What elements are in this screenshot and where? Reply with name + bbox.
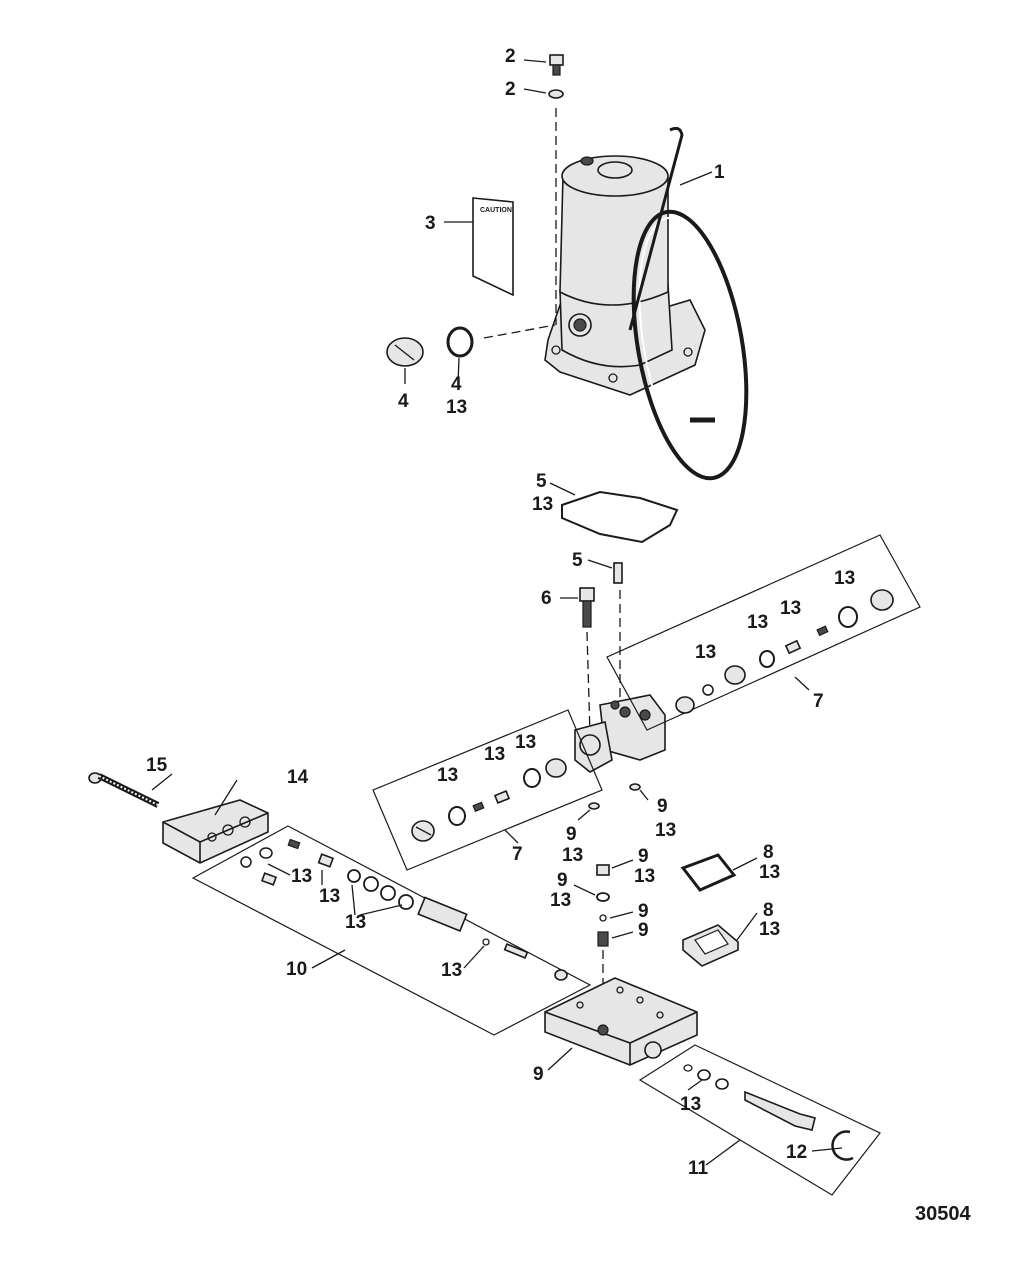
fitting-item-9 xyxy=(596,864,610,876)
callout-13: 13 xyxy=(680,1094,701,1115)
callout-13: 13 xyxy=(695,642,716,663)
callout-8: 8 xyxy=(763,842,774,863)
callout-13: 13 xyxy=(437,765,458,786)
callout-13: 13 xyxy=(515,732,536,753)
callout-13: 13 xyxy=(532,494,553,515)
callout-13: 13 xyxy=(759,919,780,940)
callout-9: 9 xyxy=(533,1064,544,1085)
callout-13: 13 xyxy=(634,866,655,887)
leader-lines xyxy=(151,59,843,1166)
callout-11: 11 xyxy=(688,1158,709,1179)
callout-7: 7 xyxy=(512,844,523,865)
callout-13: 13 xyxy=(780,598,801,619)
callout-1: 1 xyxy=(714,162,725,183)
callout-13: 13 xyxy=(441,960,462,981)
callout-9: 9 xyxy=(557,870,568,891)
callout-8: 8 xyxy=(763,900,774,921)
gasket-item-5 xyxy=(561,490,679,544)
callout-6: 6 xyxy=(541,588,552,609)
ball-item-9 xyxy=(599,914,607,922)
callout-13: 13 xyxy=(834,568,855,589)
seal-plate-item-8-a xyxy=(680,853,737,892)
callout-3: 3 xyxy=(425,213,436,234)
valve-kit-11-parts xyxy=(683,1064,854,1161)
callout-13: 13 xyxy=(655,820,676,841)
seal-item-9-a xyxy=(588,802,600,810)
bolt-item-15 xyxy=(88,772,160,808)
callout-4: 4 xyxy=(398,391,409,412)
o-ring-item-4 xyxy=(446,326,474,358)
callout-4: 4 xyxy=(451,374,462,395)
callout-14: 14 xyxy=(287,767,309,788)
fill-plug xyxy=(386,337,424,367)
callout-13: 13 xyxy=(484,744,505,765)
pump-motor xyxy=(544,126,749,481)
callout-5: 5 xyxy=(536,471,547,492)
pump-body xyxy=(574,694,666,773)
callout-2: 2 xyxy=(505,46,516,67)
seal-item-9-c xyxy=(596,892,610,902)
valve-kit-box-10 xyxy=(191,825,592,1036)
spring-item-9 xyxy=(597,931,609,947)
screw-item-2 xyxy=(549,54,564,76)
callout-5: 5 xyxy=(572,550,583,571)
callout-labels: 2 2 1 3 4 4 13 5 13 5 6 13 13 13 13 7 13… xyxy=(146,46,855,1179)
callout-9: 9 xyxy=(657,796,668,817)
callout-9: 9 xyxy=(638,920,649,941)
bolt-item-6 xyxy=(579,587,595,628)
callout-13: 13 xyxy=(550,890,571,911)
valve-block-item-14 xyxy=(162,799,269,864)
valve-kit-left-parts xyxy=(411,758,567,842)
valve-kit-box-left xyxy=(372,709,603,871)
seal-item-9-b xyxy=(629,783,641,791)
callout-13: 13 xyxy=(446,397,467,418)
callout-9: 9 xyxy=(638,846,649,867)
figure-number: 30504 xyxy=(915,1203,971,1225)
callout-15: 15 xyxy=(146,755,168,776)
base-plate-item-9 xyxy=(544,977,698,1066)
washer-item-2 xyxy=(548,89,564,99)
valve-kit-box-right xyxy=(606,534,921,731)
callout-13: 13 xyxy=(291,866,312,887)
valve-kit-10-parts xyxy=(240,838,568,981)
callout-13: 13 xyxy=(562,845,583,866)
caution-text: CAUTION xyxy=(480,207,512,214)
callout-13: 13 xyxy=(747,612,768,633)
callout-12: 12 xyxy=(786,1142,807,1163)
pin-item-5 xyxy=(613,562,623,584)
valve-kit-right-parts xyxy=(675,589,894,714)
caution-decal: CAUTION xyxy=(472,197,514,297)
callout-13: 13 xyxy=(759,862,780,883)
valve-kit-box-11 xyxy=(638,1044,881,1196)
callout-13: 13 xyxy=(319,886,340,907)
callout-9: 9 xyxy=(566,824,577,845)
callout-2: 2 xyxy=(505,79,516,100)
callout-10: 10 xyxy=(286,959,307,980)
callout-13: 13 xyxy=(345,912,366,933)
callout-9: 9 xyxy=(638,901,649,922)
callout-7: 7 xyxy=(813,691,824,712)
